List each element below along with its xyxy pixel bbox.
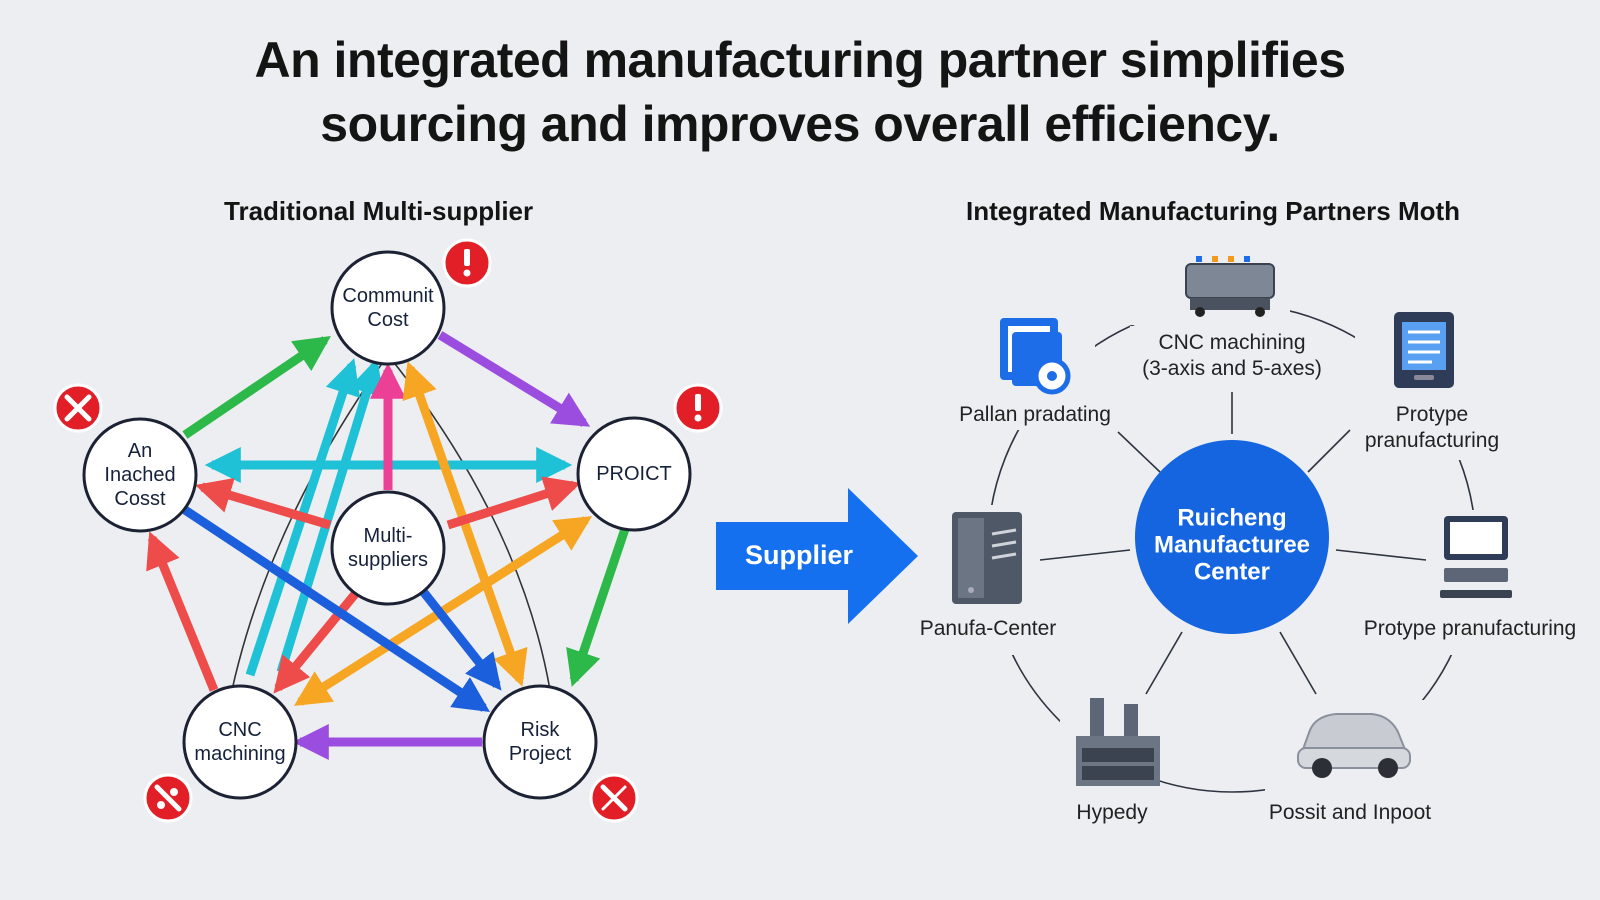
wrench-cross-icon	[53, 383, 103, 433]
headline: An integrated manufacturing partner simp…	[0, 28, 1600, 156]
arrow-blue	[182, 506, 491, 712]
wrench-cross-icon	[143, 773, 193, 823]
arrow-red	[273, 585, 364, 694]
hub-center-line: Manufacturee	[1153, 531, 1311, 559]
hub-center-line: Ruicheng	[1177, 504, 1287, 532]
arrow-red	[195, 477, 332, 530]
traditional-network	[53, 238, 723, 823]
item-label-line: Protype pranufacturing	[1363, 617, 1577, 640]
node-risk-project	[482, 684, 598, 800]
item-label-line: Protype	[1395, 403, 1469, 426]
exclamation-icon	[442, 238, 492, 288]
exclamation-icon	[673, 383, 723, 433]
node-label-risk-project: Risk Project	[509, 718, 571, 766]
item-label-line: pranufacturing	[1364, 429, 1500, 452]
tablet-document-icon	[1394, 312, 1454, 388]
node-inached-cosst	[82, 417, 198, 533]
arrow-purple	[437, 331, 591, 427]
supplier-transition-arrow	[716, 488, 918, 624]
node-label-line: Cost	[367, 309, 409, 331]
item-label-protype-pranufacturing-top: Protype pranufacturing	[1365, 402, 1499, 454]
node-multi-suppliers	[330, 490, 446, 606]
item-label-line: Pallan pradating	[959, 403, 1111, 426]
integrated-section-title: Integrated Manufacturing Partners Moth	[966, 196, 1461, 226]
hub-center-line: Center	[1193, 558, 1271, 586]
arrow-red	[146, 531, 219, 692]
item-label-line: Hypedy	[1076, 801, 1148, 824]
node-label-line: Project	[508, 743, 572, 765]
spoke	[1117, 431, 1161, 473]
node-communit-cost	[330, 250, 446, 366]
item-label-line: Possit and Inpoot	[1268, 801, 1432, 824]
spoke	[1335, 549, 1427, 561]
document-gear-icon	[1000, 318, 1071, 395]
node-label-line: Inached	[104, 464, 176, 486]
hub-center-circle	[1135, 440, 1329, 634]
server-icon	[952, 512, 1022, 604]
integrated-hub	[918, 255, 1585, 830]
node-cnc-machining	[182, 684, 298, 800]
headline-line-1: An integrated manufacturing partner simp…	[254, 32, 1346, 88]
car-icon	[1297, 713, 1411, 778]
factory-icon	[1076, 698, 1160, 786]
node-label-line: suppliers	[347, 549, 429, 571]
node-label-line: An	[127, 440, 153, 462]
node-label-multi-suppliers: Multi- suppliers	[348, 524, 428, 572]
item-label-line: CNC machining	[1158, 331, 1306, 354]
spoke	[1279, 631, 1317, 695]
traditional-section-title: Traditional Multi-supplier	[224, 196, 534, 226]
node-label-communit-cost: Communit Cost	[342, 284, 433, 332]
arrow-green	[566, 518, 633, 687]
node-label-line: PROICT	[596, 463, 672, 485]
hub-center-label: Ruicheng Manufacturee Center	[1154, 505, 1310, 586]
node-label-proict: PROICT	[596, 462, 672, 486]
node-label-inached-cosst: An Inached Cosst	[104, 439, 175, 511]
spoke	[1039, 549, 1131, 561]
node-label-line: Multi-	[363, 525, 413, 547]
arrow-blue	[418, 587, 502, 691]
supplier-arrow-label: Supplier	[745, 540, 854, 570]
arrow-red	[446, 476, 581, 530]
wrench-cross-icon	[589, 773, 639, 823]
node-label-cnc-machining: CNC machining	[194, 718, 285, 766]
item-label-pallan-pradating: Pallan pradating	[959, 402, 1111, 428]
item-label-line: (3-axis and 5-axes)	[1142, 357, 1322, 380]
node-label-line: Communit	[342, 285, 434, 307]
node-proict	[576, 416, 692, 532]
node-label-line: Cosst	[114, 488, 166, 510]
connector-curve	[231, 354, 389, 691]
item-label-cnc-machining: CNC machining (3-axis and 5-axes)	[1142, 330, 1322, 382]
item-label-protype-pranufacturing: Protype pranufacturing	[1364, 616, 1576, 642]
cnc-machine-icon	[1185, 256, 1275, 317]
item-label-line: Panufa-Center	[919, 617, 1057, 640]
item-label-hypedy: Hypedy	[1076, 800, 1147, 826]
node-label-line: CNC	[218, 719, 262, 741]
item-label-possit-and-inpoot: Possit and Inpoot	[1269, 800, 1431, 826]
node-label-line: machining	[194, 743, 286, 765]
headline-line-2: sourcing and improves overall efficiency…	[320, 96, 1280, 152]
item-label-panufa-center: Panufa-Center	[920, 616, 1057, 642]
spoke	[1307, 429, 1351, 473]
node-label-line: Risk	[520, 719, 560, 741]
arrow-green	[182, 335, 331, 439]
desktop-computer-icon	[1440, 516, 1512, 598]
spoke	[1145, 631, 1183, 695]
